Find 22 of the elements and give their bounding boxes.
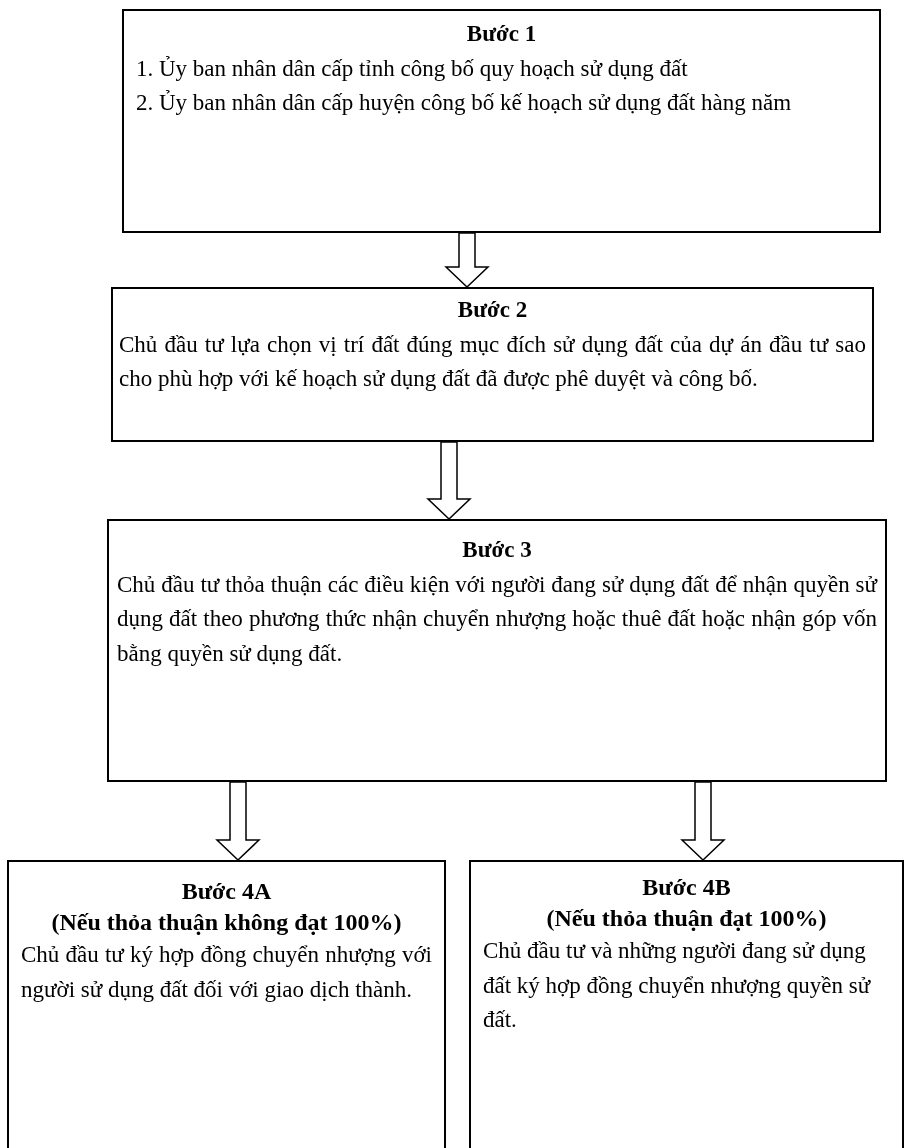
step-box (122, 9, 881, 233)
step-condition: (Nếu thỏa thuận đạt 100%) (545, 904, 828, 934)
block-arrow (426, 441, 472, 521)
step-title: Bước 4B (641, 873, 732, 902)
step-title: Bước 4A (180, 877, 273, 906)
step-description: Chủ đầu tư ký hợp đồng chuyển nhượng với người sử dụng đất đối với giao dịch thành. (21, 941, 432, 1004)
step-description: Chủ đầu tư thỏa thuận các điều kiện với người đang sử dụng đất để nhận quyền sử dụng đất theo phương thức nhận chuyển nhượng hoặc thuê đất hoặc nhận góp vốn bằng quyền sử dụng đất. (117, 570, 877, 668)
step-box (107, 519, 887, 782)
step-box (7, 860, 446, 1148)
step-title: Bước 3 (461, 536, 533, 564)
step-description: 1. Ủy ban nhân dân cấp tỉnh công bố quy hoạch sử dụng đất (136, 54, 689, 83)
block-arrow (680, 781, 726, 862)
step-box (111, 287, 874, 442)
step-description: Chủ đầu tư và những người đang sử dụng đất ký hợp đồng chuyển nhượng quyền sử đất. (483, 937, 872, 1035)
step-description: Chủ đầu tư lựa chọn vị trí đất đúng mục đích sử dụng đất của dự án đầu tư sao cho phù hợp với kế hoạch sử dụng đất đã được phê duyệt và công bố. (119, 330, 866, 393)
step-description: 2. Ủy ban nhân dân cấp huyện công bố kế hoạch sử dụng đất hàng năm (136, 89, 793, 117)
step-title: Bước 2 (456, 296, 529, 324)
step-box (469, 860, 904, 1148)
block-arrow (215, 781, 261, 862)
step-condition: (Nếu thỏa thuận không đạt 100%) (50, 908, 403, 938)
block-arrow (444, 232, 490, 289)
step-title: Bước 1 (465, 20, 538, 48)
